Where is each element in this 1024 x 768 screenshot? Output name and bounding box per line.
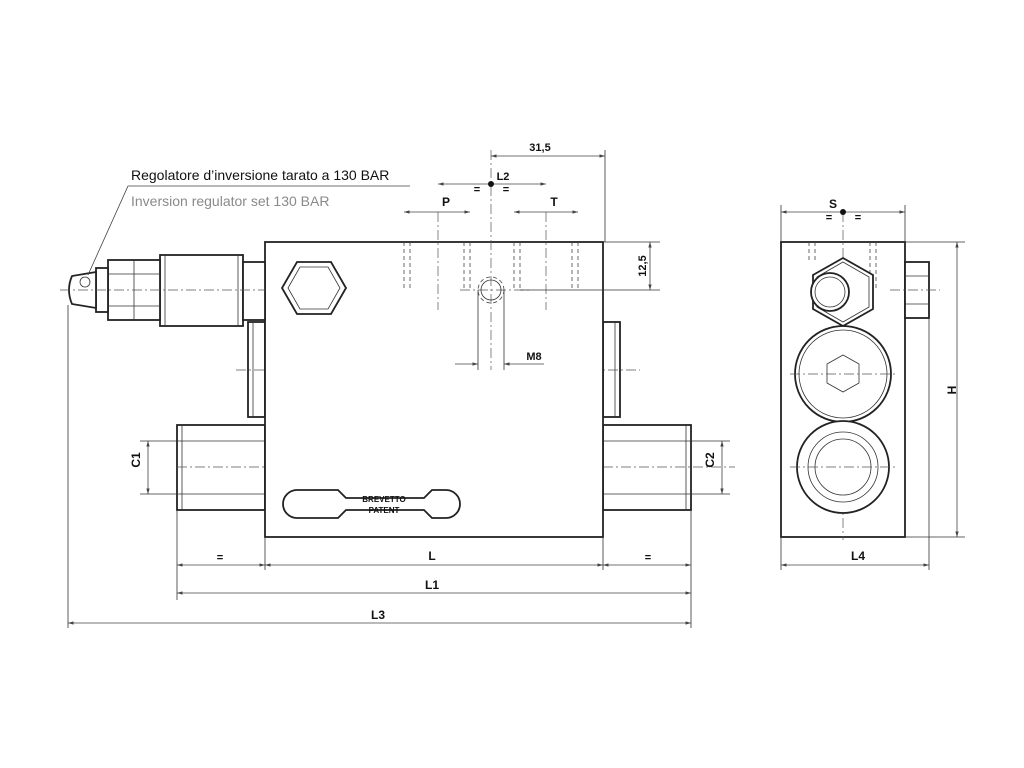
dim-l2: L2 = = — [438, 171, 546, 196]
side-middle-plug — [790, 325, 896, 423]
dim-31-5-label: 31,5 — [529, 142, 550, 154]
dim-l2-label: L2 — [497, 171, 510, 183]
regulator-note-italian: Regolatore d’inversione tarato a 130 BAR — [131, 167, 389, 183]
dim-12-5-label: 12,5 — [637, 255, 649, 276]
dim-port-p: P — [404, 195, 470, 214]
dim-c1: C1 — [129, 440, 177, 495]
dim-h-label: H — [945, 386, 959, 395]
side-bottom-port — [790, 420, 896, 514]
inversion-regulator — [60, 254, 266, 327]
port-t-label: T — [550, 195, 558, 209]
dim-s: S = = — [780, 197, 906, 242]
dim-12-5: 12,5 — [520, 241, 660, 291]
right-side-cap — [602, 321, 621, 418]
dim-l2-eq-right: = — [503, 184, 509, 196]
dim-eq-right-label: = — [645, 552, 651, 564]
badge-line-1: BREVETTO — [362, 495, 405, 504]
badge-line-2: PATENT — [369, 506, 400, 515]
dim-l2-eq-left: = — [474, 184, 480, 196]
side-hex-nut — [810, 256, 874, 328]
port-p-label: P — [442, 195, 450, 209]
left-side-cap — [247, 321, 266, 418]
regulator-leader-line — [87, 185, 410, 276]
right-port-fitting — [602, 424, 735, 511]
dim-l3-label: L3 — [371, 608, 385, 622]
dim-s-label: S — [829, 197, 837, 211]
dim-31-5: 31,5 — [491, 142, 606, 242]
port-c1-label: C1 — [129, 452, 143, 468]
regulator-note-english: Inversion regulator set 130 BAR — [131, 193, 329, 209]
dim-eq-left-label: = — [217, 552, 223, 564]
front-view: BREVETTO PATENT 31,5 L2 = = P T — [60, 142, 735, 628]
side-view: S = = H L4 — [780, 197, 965, 570]
dim-s-eq-left: = — [826, 212, 832, 224]
hex-plug — [280, 261, 348, 315]
dim-h: H — [905, 241, 965, 538]
dim-l-label: L — [428, 549, 435, 563]
dim-m8: M8 — [455, 290, 544, 370]
dim-s-eq-right: = — [855, 212, 861, 224]
patent-badge: BREVETTO PATENT — [282, 489, 461, 519]
dim-port-t: T — [514, 195, 578, 214]
port-c2-label: C2 — [703, 452, 717, 468]
dim-c2: C2 — [691, 440, 730, 495]
dim-m8-label: M8 — [526, 351, 541, 363]
left-port-fitting — [176, 424, 266, 511]
dim-bottom: = L = L1 L3 — [67, 305, 692, 628]
dim-l4-label: L4 — [851, 549, 865, 563]
dim-l1-label: L1 — [425, 578, 439, 592]
dim-l4: L4 — [780, 318, 930, 570]
